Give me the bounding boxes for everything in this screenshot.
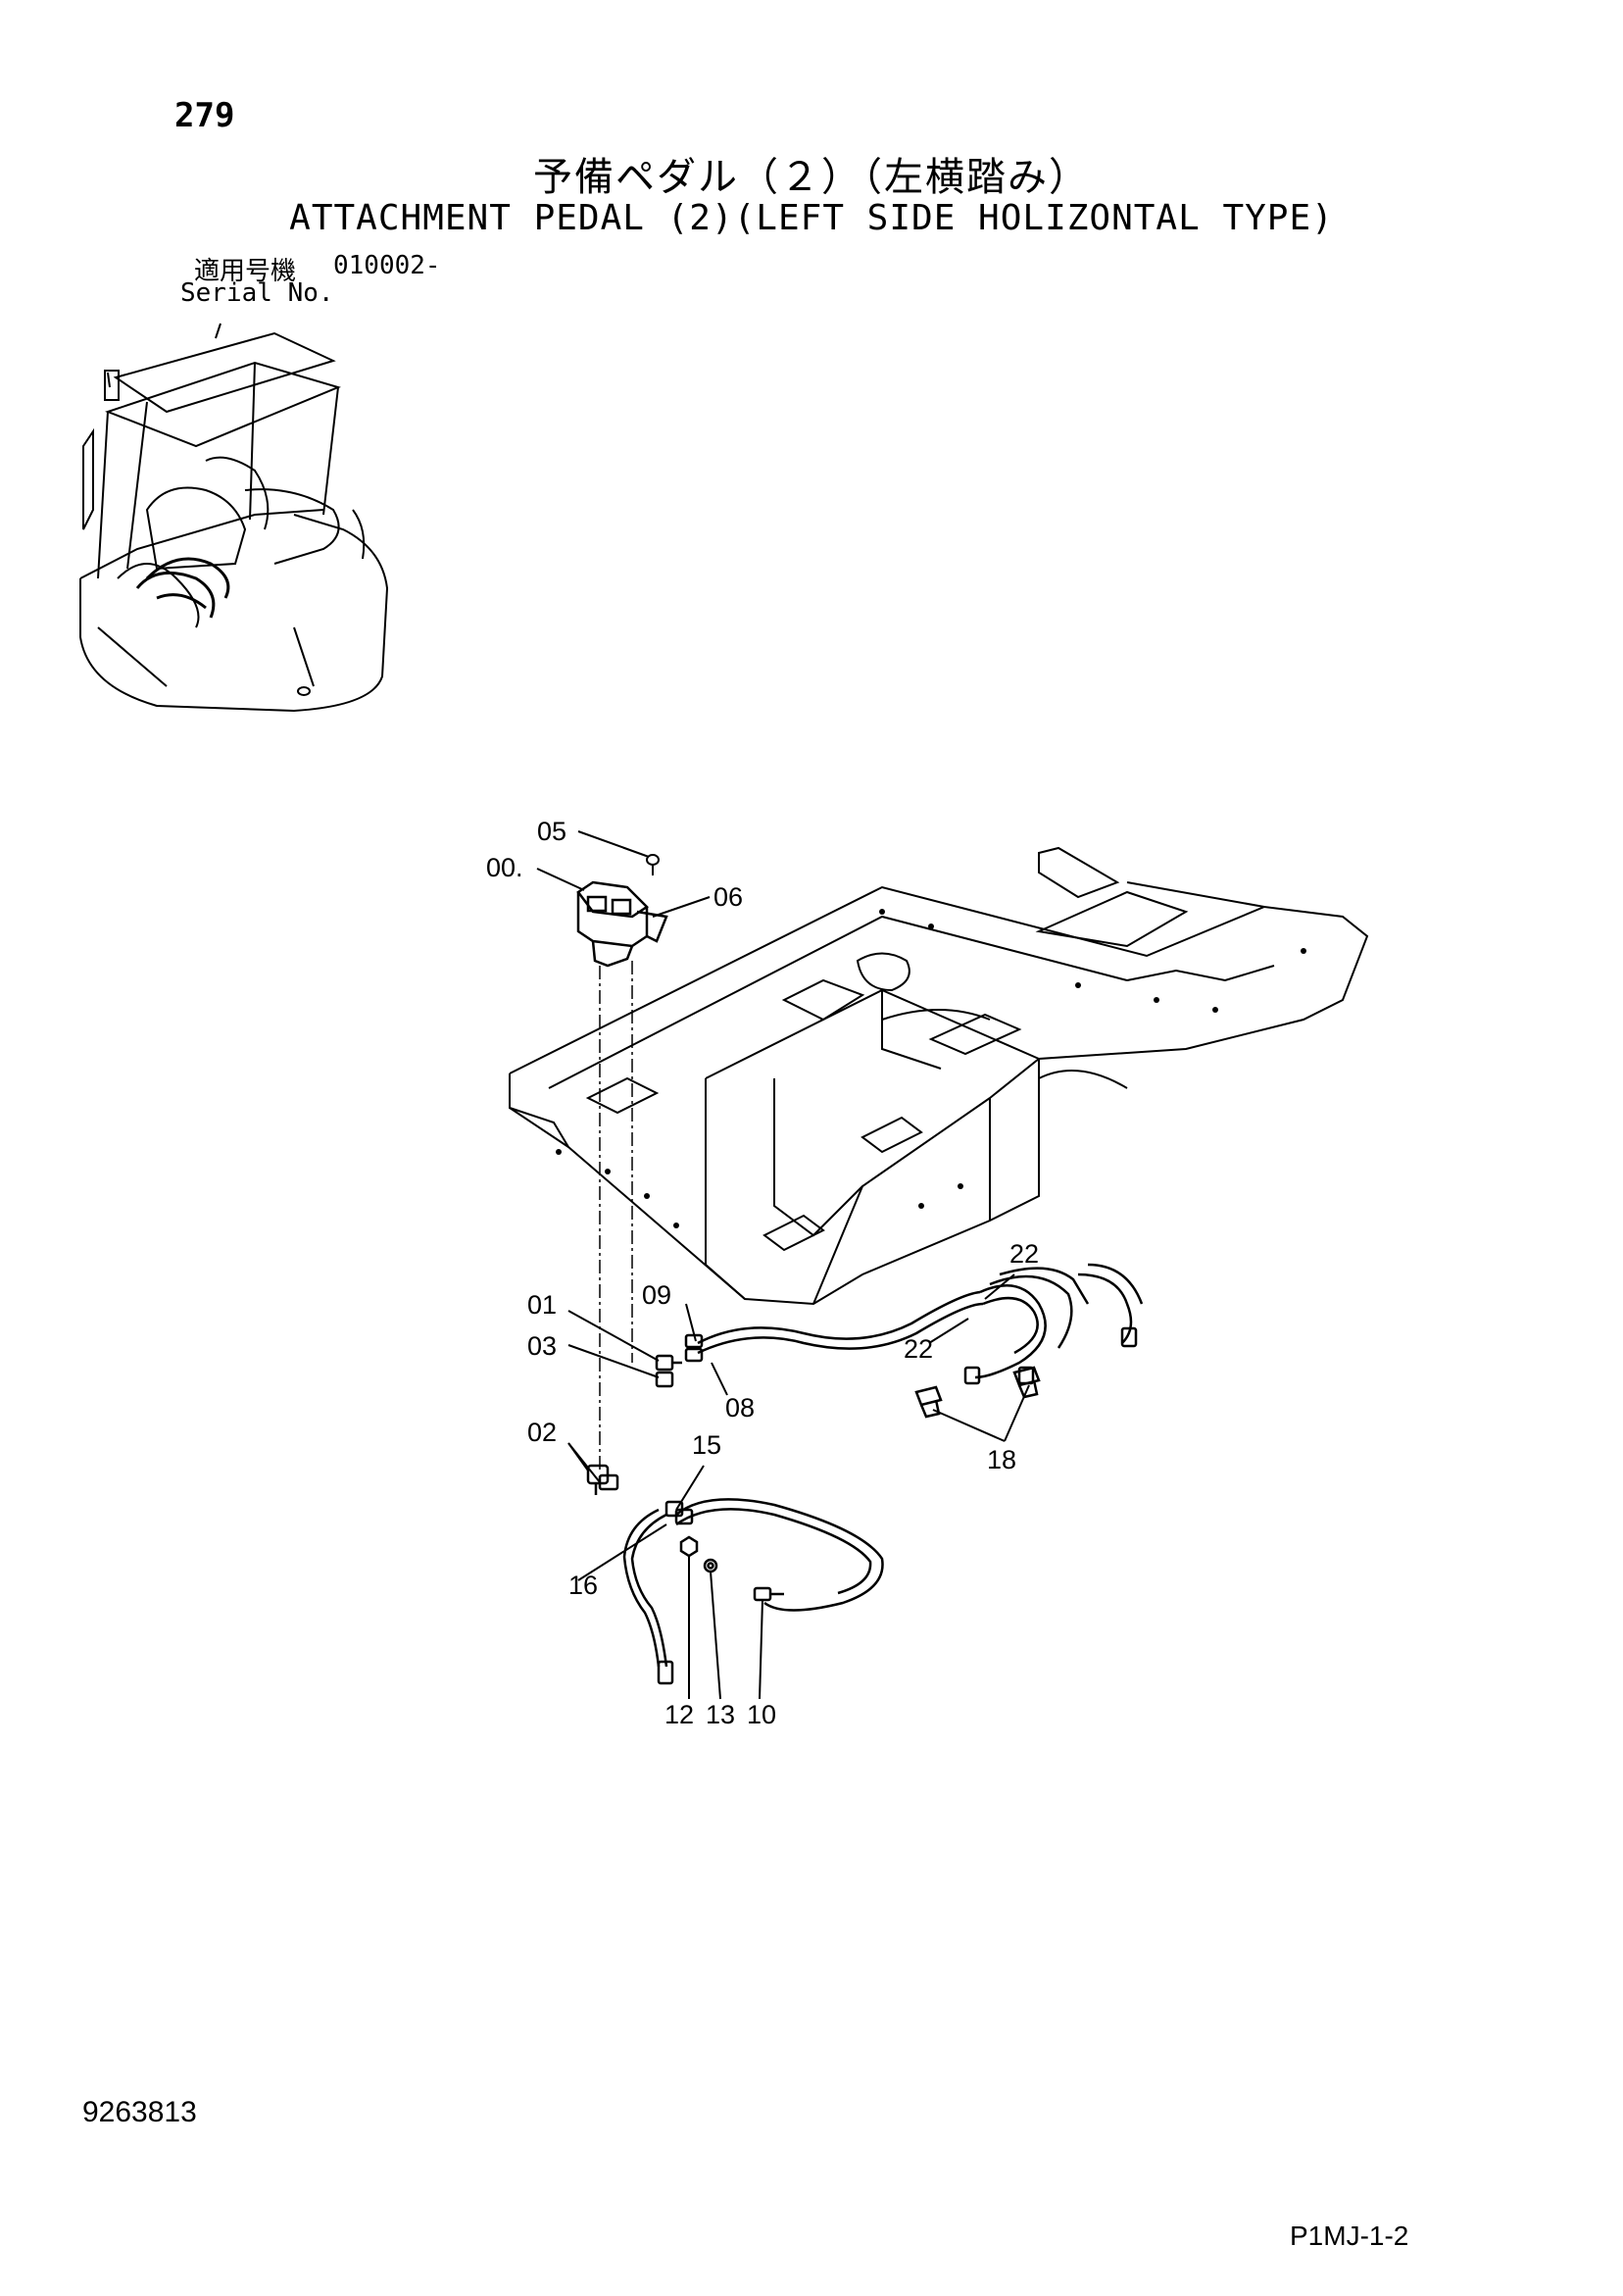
callout-labels: 05 00. 06 22 22 01 09 03 08 02 15 18 16 …	[486, 817, 1039, 1729]
serial-label-japanese: 適用号機	[194, 257, 297, 286]
page-code: P1MJ-1-2	[1290, 2221, 1409, 2251]
overview-harness	[135, 557, 230, 619]
callout-16: 16	[568, 1571, 598, 1600]
fittings-01-03	[655, 1354, 682, 1388]
leader-lines	[536, 830, 1030, 1700]
callout-15: 15	[692, 1430, 721, 1460]
page-number: 279	[174, 96, 235, 135]
pedal-assembly	[576, 880, 668, 968]
bolt-05	[646, 854, 660, 875]
main-frame	[509, 846, 1369, 1306]
callout-09: 09	[642, 1280, 671, 1310]
callout-02: 02	[527, 1418, 557, 1447]
serial-label-english: Serial No.	[180, 278, 334, 308]
machine-overview-illustration	[79, 323, 389, 713]
callout-12: 12	[664, 1700, 694, 1729]
parts-12-13-10	[679, 1535, 784, 1602]
callout-03: 03	[527, 1331, 557, 1361]
callout-22-upper: 22	[1009, 1239, 1039, 1269]
callout-08: 08	[725, 1393, 755, 1423]
callout-01: 01	[527, 1290, 557, 1320]
callout-06: 06	[713, 882, 743, 912]
callout-10: 10	[747, 1700, 776, 1729]
title-japanese: 予備ペダル（２）（左横踏み）	[533, 155, 1090, 200]
hose-22-coiled	[963, 1263, 1144, 1385]
hose-09-08	[684, 1290, 984, 1363]
callout-13: 13	[706, 1700, 735, 1729]
document-number: 9263813	[82, 2096, 197, 2128]
callout-00: 00.	[486, 853, 523, 882]
hose-15-16	[622, 1498, 884, 1685]
fitting-02	[586, 1464, 619, 1495]
title-english: ATTACHMENT PEDAL (2)(LEFT SIDE HOLIZONTA…	[289, 198, 1334, 238]
fittings-18	[914, 1366, 1041, 1419]
assembly-guide-lines	[599, 961, 633, 1471]
callout-05: 05	[537, 817, 566, 846]
frame-bolt-holes	[556, 909, 1306, 1228]
callout-22-lower: 22	[904, 1334, 933, 1364]
serial-value: 010002-	[333, 251, 441, 280]
callout-18: 18	[987, 1445, 1016, 1474]
